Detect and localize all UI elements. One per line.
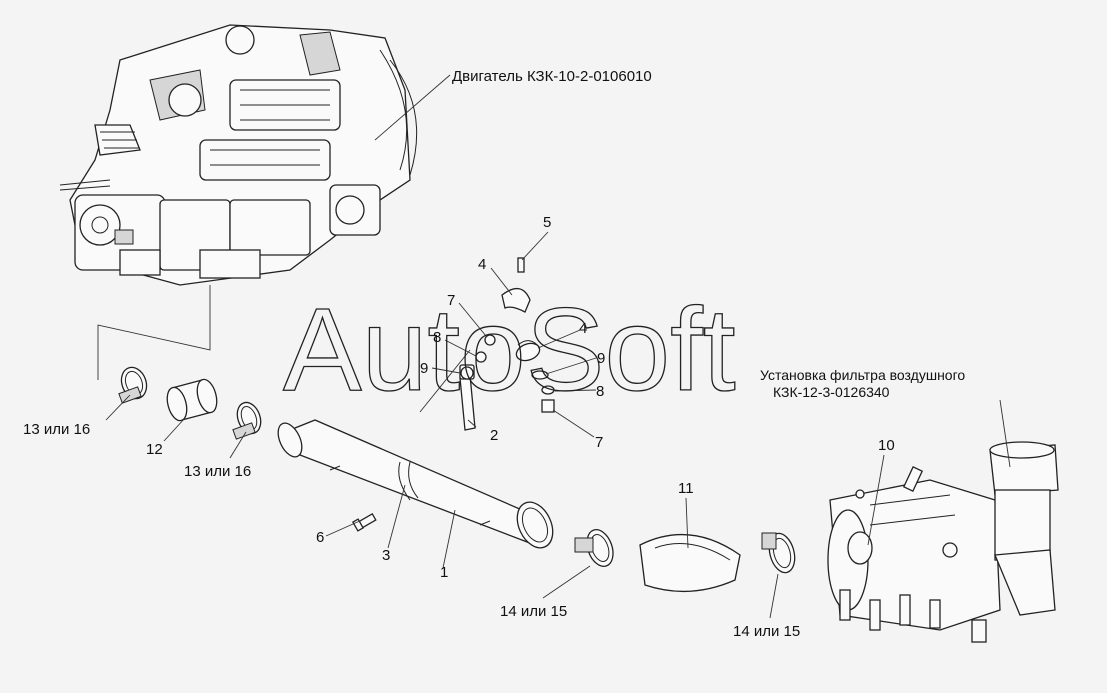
callout-8-upper: 8 <box>433 329 441 346</box>
filter-caption-leader <box>999 399 1011 468</box>
air-filter-10 <box>827 441 1059 643</box>
washer-9-upper <box>460 366 474 380</box>
callout-7-lower: 7 <box>595 434 603 451</box>
bracket-4-upper <box>501 288 531 313</box>
callout-2: 2 <box>490 427 498 444</box>
hose-12 <box>166 378 218 422</box>
callout-13-left: 13 или 16 <box>23 421 90 438</box>
callout-4-lower: 4 <box>579 320 587 337</box>
leader-lines <box>105 231 885 619</box>
washer-8-upper <box>475 351 487 363</box>
clamp-13-right <box>232 401 262 440</box>
callout-9-upper: 9 <box>420 360 428 377</box>
callout-labels: 1 2 3 4 4 5 6 7 7 8 8 9 9 10 11 12 13 ил… <box>23 214 895 640</box>
callout-1: 1 <box>440 564 448 581</box>
callout-10: 10 <box>878 437 895 454</box>
callout-14-right: 14 или 15 <box>733 623 800 640</box>
washer-8-lower <box>541 385 555 395</box>
callout-11: 11 <box>678 480 694 497</box>
callout-12: 12 <box>146 441 163 458</box>
callout-9-lower: 9 <box>597 350 605 367</box>
engine-drawing <box>59 24 418 286</box>
nut-7-lower <box>541 399 555 413</box>
filter-caption-line1: Установка фильтра воздушного <box>760 367 965 383</box>
engine-caption-leader <box>374 74 451 141</box>
engine-caption: Двигатель КЗК-10-2-0106010 <box>452 68 652 85</box>
bolt-6 <box>352 513 377 532</box>
callout-5: 5 <box>543 214 551 231</box>
engine-link-line <box>97 285 211 380</box>
bracket-3 <box>398 461 419 501</box>
nut-7-upper <box>484 334 496 346</box>
callout-3: 3 <box>382 547 390 564</box>
callout-14-center: 14 или 15 <box>500 603 567 620</box>
callout-7-upper: 7 <box>447 292 455 309</box>
callout-6: 6 <box>316 529 324 546</box>
elbow-hose-11 <box>639 534 741 593</box>
bolt-5 <box>517 257 525 273</box>
watermark: AutoSoft <box>283 284 736 416</box>
callout-4-upper: 4 <box>478 256 486 273</box>
callout-8-lower: 8 <box>596 383 604 400</box>
clamp-14-right <box>761 532 796 574</box>
clamp-13-left <box>118 366 148 404</box>
filter-caption-line2: КЗК-12-3-0126340 <box>773 384 890 400</box>
intake-pipe-1 <box>277 419 554 549</box>
washer-9-lower <box>531 370 549 380</box>
clamp-14-center <box>574 529 614 567</box>
callout-13-right: 13 или 16 <box>184 463 251 480</box>
